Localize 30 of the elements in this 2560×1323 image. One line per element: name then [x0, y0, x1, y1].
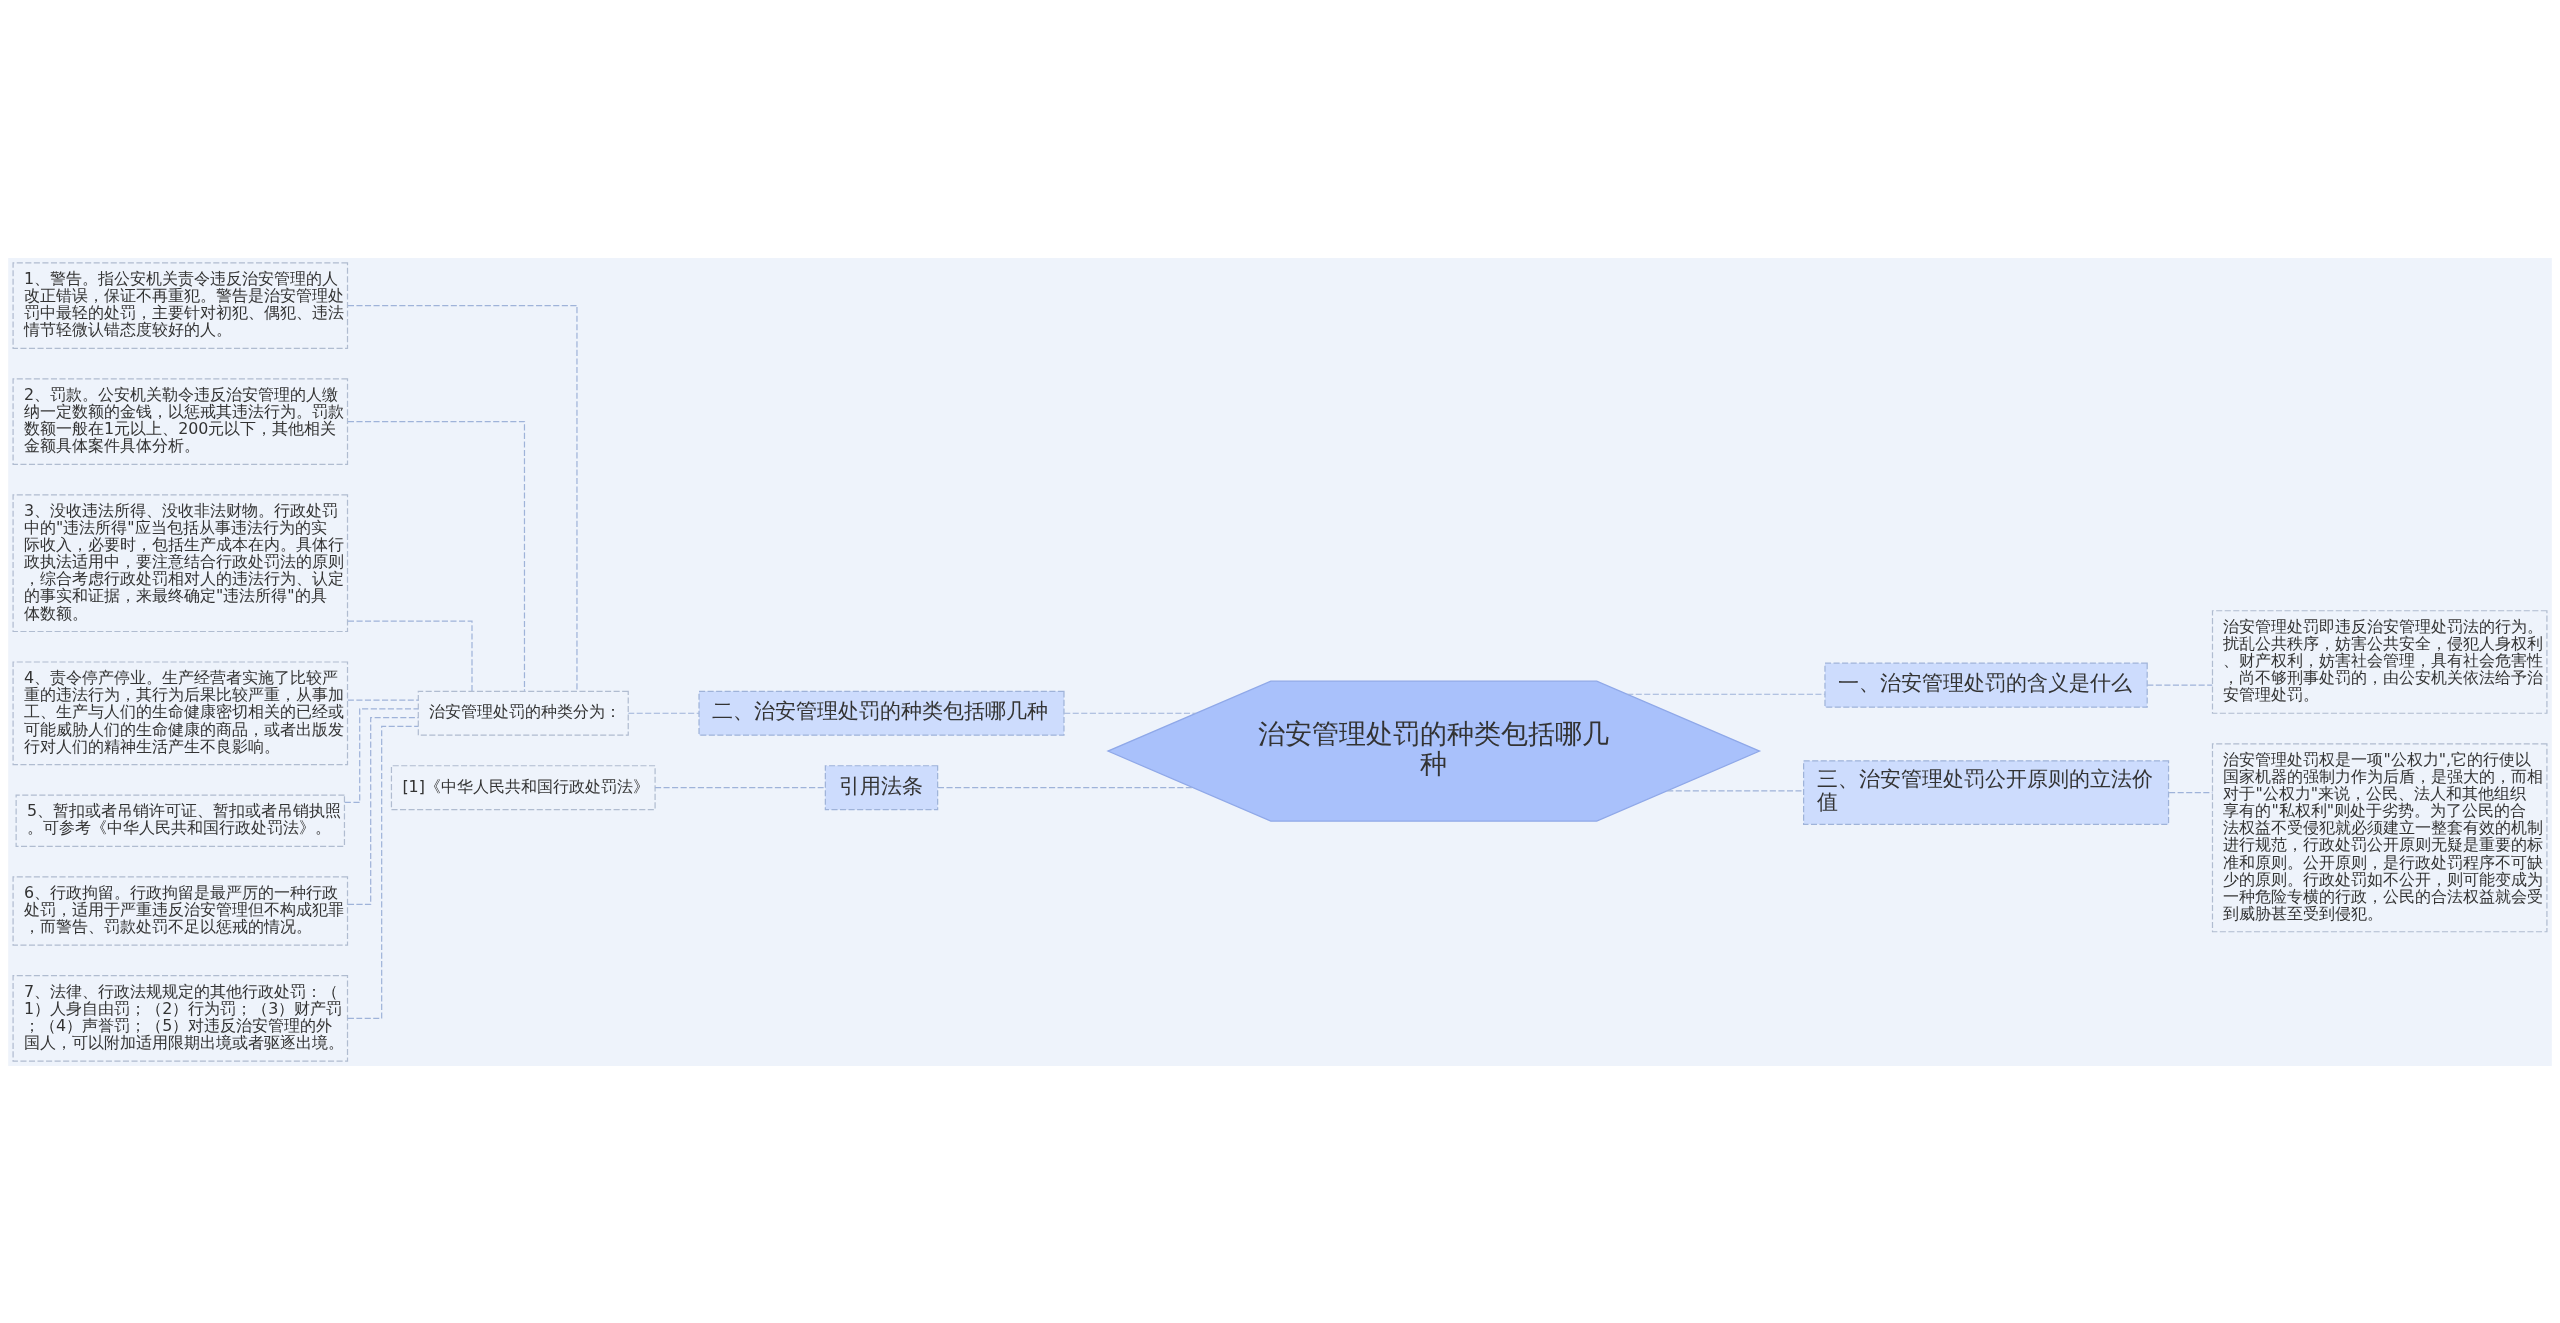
- connector: [1666, 789, 1804, 791]
- connector: [347, 698, 419, 701]
- connector: [1626, 693, 1826, 695]
- connector: [347, 716, 419, 905]
- connector: [654, 786, 826, 788]
- connector: [347, 420, 526, 691]
- node-box: 一、治安管理处罚的含义是什么: [1824, 662, 2148, 708]
- connector: [1063, 712, 1197, 714]
- connector: [347, 620, 473, 692]
- node-box: [1]《中华人民共和国行政处罚法》: [390, 764, 656, 810]
- connector: [2146, 684, 2213, 686]
- connector: [2168, 791, 2214, 793]
- node-box: 二、治安管理处罚的种类包括哪几种: [698, 690, 1065, 736]
- node-box: 7、法律、行政法规规定的其他行政处罚：（1）人身自由罚；（2）行为罚；（3）财产罚；（4）声誉罚；（5）对违反治安管理的外国人，可以附加适用限期出境或者驱逐出境。: [12, 974, 349, 1062]
- connector: [346, 725, 419, 1019]
- node-box: 5、暂扣或者吊销许可证、暂扣或者吊销执照。可参考《中华人民共和国行政处罚法》。: [15, 793, 346, 847]
- node-box: 4、责令停产停业。生产经营者实施了比较严重的违法行为，其行为后果比较严重，从事加工、生产与人们的生命健康密切相关的已经或可能威胁人们的生命健康的商品，或者出版发行对人们的精神生活产生不良影响。: [12, 660, 349, 765]
- node-box: 2、罚款。公安机关勒令违反治安管理的人缴纳一定数额的金钱，以惩戒其违法行为。罚款数额一般在1元以上、200元以下，其他相关金额具体案件具体分析。: [12, 377, 349, 465]
- node-box: 1、警告。指公安机关责令违反治安管理的人改正错误，保证不再重犯。警告是治安管理处罚中最轻的处罚，主要针对初犯、偶犯、违法情节轻微认错态度较好的人。: [12, 261, 349, 349]
- connector: [344, 707, 419, 803]
- node-box: 治安管理处罚权是一项"公权力",它的行使以国家机器的强制力作为后盾，是强大的，而相对于"公权力"来说，公民、法人和其他组织享有的"私权利"则处于劣势。为了公民的合法权益不受侵犯就必须建立一整套有效的机制进行规范，行政处罚公开原则无疑是重要的标准和原则。公开原则，是行政处罚程序不可缺少的原则。行政处罚如不公开，则可能变成为一种危险专横的行政，公民的合法权益就会受到威胁甚至受到侵犯。: [2211, 742, 2548, 932]
- connector: [347, 304, 578, 691]
- connector: [937, 786, 1194, 788]
- node-box: 6、行政拘留。行政拘留是最严厉的一种行政处罚，适用于严重违反治安管理但不构成犯罪，而警告、罚款处罚不足以惩戒的情况。: [12, 875, 349, 946]
- connector: [627, 712, 700, 714]
- node-box: 三、治安管理处罚公开原则的立法价值: [1803, 759, 2170, 825]
- node-box: 3、没收违法所得、没收非法财物。行政处罚中的"违法所得"应当包括从事违法行为的实际收入，必要时，包括生产成本在内。具体行政执法适用中，要注意结合行政处罚法的原则，综合考虑行政处罚相对人的违法行为、认定的事实和证据，来最终确定"违法所得"的具体数额。: [12, 493, 349, 632]
- node-box: 治安管理处罚的种类分为：: [417, 690, 629, 736]
- node-box: 引用法条: [824, 764, 939, 810]
- node-box: 治安管理处罚即违反治安管理处罚法的行为。扰乱公共秩序，妨害公共安全，侵犯人身权利、财产权利，妨害社会管理，具有社会危害性，尚不够刑事处罚的，由公安机关依法给予治安管理处罚。: [2211, 609, 2548, 714]
